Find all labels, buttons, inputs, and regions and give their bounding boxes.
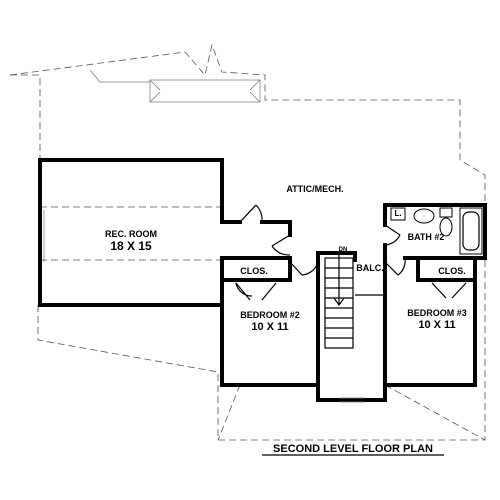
closet-bedroom-3	[416, 256, 477, 299]
room-name-attic: ATTIC/MECH.	[286, 184, 343, 194]
room-name-linen: L.	[394, 209, 401, 218]
closet-bedroom-2	[220, 256, 292, 301]
roof-outline	[9, 43, 486, 441]
toilet-tank-icon	[439, 207, 453, 218]
plan-title: SECOND LEVEL FLOOR PLAN	[273, 443, 433, 455]
room-size-bed3: 10 X 11	[418, 319, 455, 331]
doors	[239, 204, 406, 276]
room-name-closet-bed3: CLOS.	[438, 266, 466, 276]
room-name-balc: BALC.	[356, 263, 384, 273]
bath-fixtures	[390, 207, 483, 255]
staircase	[324, 252, 385, 349]
room-name-bed2: BEDROOM #2	[240, 310, 300, 320]
windows	[340, 397, 366, 403]
plan-title-group: SECOND LEVEL FLOOR PLAN	[262, 443, 444, 456]
bathtub-icon	[459, 207, 483, 255]
room-name-closet-bed2: CLOS.	[240, 266, 268, 276]
room-labels: ATTIC/MECH. REC. ROOM 18 X 15 BATH #2 L.…	[105, 184, 467, 333]
room-name-rec: REC. ROOM	[105, 229, 157, 239]
stair-direction-label: DN	[339, 247, 348, 253]
room-name-bath2: BATH #2	[408, 232, 445, 242]
toilet-bowl-icon	[439, 217, 453, 237]
room-name-bed3: BEDROOM #3	[407, 308, 467, 318]
room-size-rec: 18 X 15	[110, 239, 152, 253]
sink-icon	[413, 208, 435, 224]
room-size-bed2: 10 X 11	[251, 321, 288, 333]
